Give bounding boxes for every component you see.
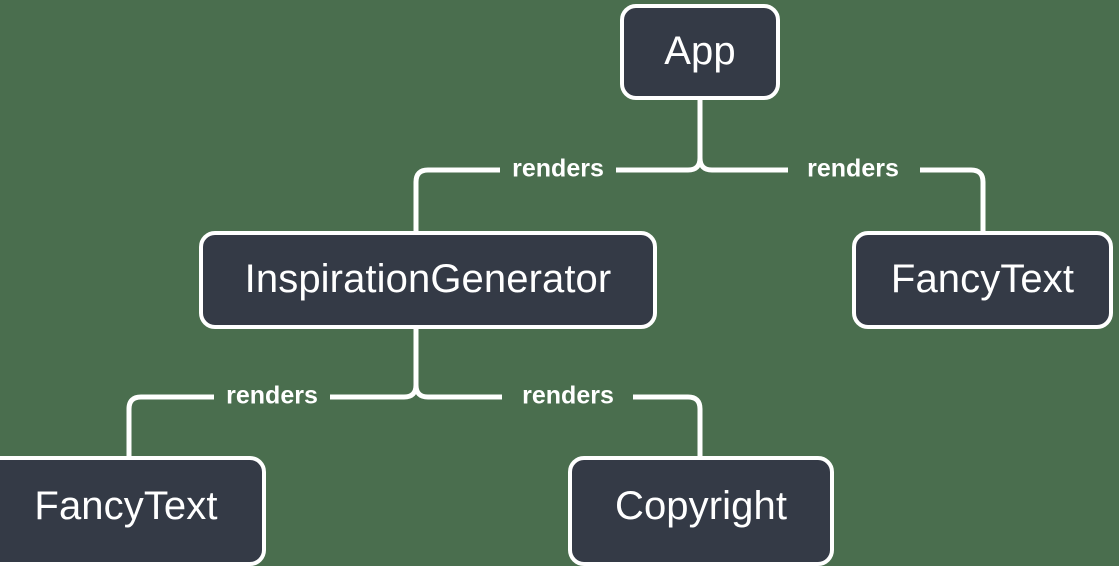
edge-app-junction-left [616, 157, 703, 173]
edge-label-app-to-inspirationgenerator: renders [512, 154, 604, 183]
edge-inspirationgenerator-to-fancytext-bottom [126, 394, 214, 456]
edge-app-to-fancytext-right [920, 167, 986, 231]
edge-inspirationgenerator-junction-right [413, 384, 502, 400]
node-fancytext-right-label: FancyText [890, 256, 1075, 301]
node-fancytext-bottom[interactable]: FancyText [0, 456, 266, 566]
edge-label-app-to-fancytext-right: renders [807, 154, 899, 183]
edge-label-inspirationgenerator-to-fancytext-bottom: renders [226, 381, 318, 410]
node-copyright[interactable]: Copyright [568, 456, 834, 566]
node-fancytext-bottom-label: FancyText [34, 484, 218, 528]
edge-inspirationgenerator-to-copyright [633, 394, 703, 456]
node-inspirationgenerator[interactable]: InspirationGenerator [199, 231, 657, 329]
node-copyright-label: Copyright [614, 484, 788, 528]
edge-inspirationgenerator-junction-left [330, 384, 419, 400]
node-app[interactable]: App [620, 4, 780, 100]
edge-label-inspirationgenerator-to-copyright: renders [522, 381, 614, 410]
edge-app-to-inspirationgenerator [413, 167, 500, 231]
node-fancytext-right[interactable]: FancyText [852, 231, 1113, 329]
edge-app-junction-right [697, 157, 788, 173]
node-app-label: App [664, 28, 736, 73]
node-inspirationgenerator-label: InspirationGenerator [244, 256, 612, 301]
